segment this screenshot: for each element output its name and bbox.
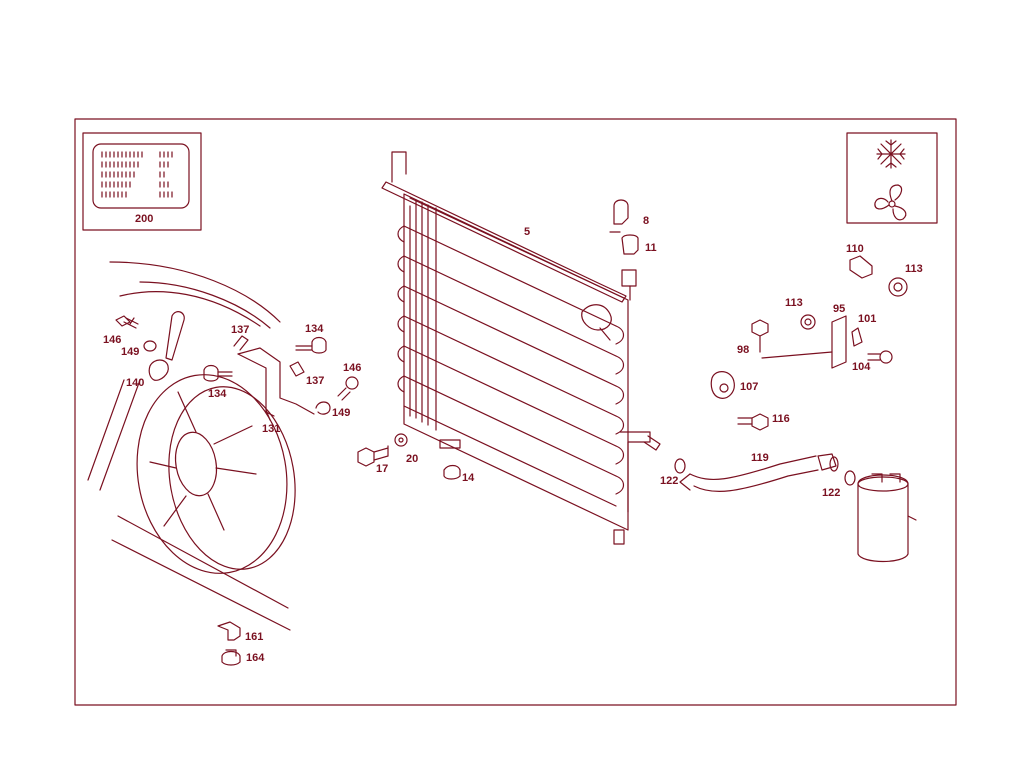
washer-149-left xyxy=(143,340,157,352)
bolt-17 xyxy=(357,445,389,467)
label-107: 107 xyxy=(740,381,758,393)
label-98: 98 xyxy=(737,344,749,356)
label-149-left: 149 xyxy=(121,346,139,358)
washer-149-right xyxy=(315,401,331,415)
label-149-right: 149 xyxy=(332,407,350,419)
washer-20 xyxy=(394,433,408,447)
label-122-right: 122 xyxy=(822,487,840,499)
label-104: 104 xyxy=(852,361,871,373)
label-11: 11 xyxy=(645,242,657,254)
inset-label: 200 xyxy=(135,213,153,225)
screw-134-b xyxy=(295,336,327,354)
clip-11 xyxy=(621,234,639,255)
label-14: 14 xyxy=(462,472,475,484)
part-161 xyxy=(217,621,241,641)
clip-8 xyxy=(609,199,629,233)
part-164 xyxy=(221,649,241,666)
clamp-107 xyxy=(710,371,735,399)
screw-134-a xyxy=(203,364,233,382)
nut-113-b xyxy=(800,314,816,330)
label-110: 110 xyxy=(846,243,864,255)
label-113-b: 113 xyxy=(785,297,803,309)
rubber-140 xyxy=(148,311,185,381)
bracket-95 xyxy=(761,315,847,369)
o-ring-122-left xyxy=(674,458,686,474)
inset-200: 200 xyxy=(82,132,202,231)
label-122-left: 122 xyxy=(660,475,678,487)
label-146-right: 146 xyxy=(343,362,361,374)
valve-110 xyxy=(849,255,873,279)
label-161: 161 xyxy=(245,631,263,643)
label-20: 20 xyxy=(406,453,418,465)
label-146-left: 146 xyxy=(103,334,121,346)
label-140: 140 xyxy=(126,377,144,389)
label-95: 95 xyxy=(833,303,845,315)
fan-shroud xyxy=(87,261,296,631)
condenser xyxy=(381,151,661,545)
nut-113-a xyxy=(888,277,908,297)
symbol-box xyxy=(846,132,938,224)
label-131: 131 xyxy=(262,423,280,435)
label-119: 119 xyxy=(751,452,769,464)
clip-101 xyxy=(851,327,863,347)
label-116: 116 xyxy=(772,413,790,425)
diagram-frame xyxy=(74,118,957,706)
label-8: 8 xyxy=(643,215,649,227)
bolt-116 xyxy=(737,413,769,431)
rubber-14 xyxy=(443,464,461,480)
bracket-131 xyxy=(233,335,315,421)
screw-98 xyxy=(751,319,769,353)
bracket-right xyxy=(621,269,637,301)
bolt-146-left xyxy=(115,315,139,329)
label-137-right: 137 xyxy=(306,375,324,387)
label-17: 17 xyxy=(376,463,388,475)
label-137-top: 137 xyxy=(231,324,249,336)
label-5: 5 xyxy=(524,226,530,238)
pipe-119 xyxy=(679,453,839,493)
bolt-146-right xyxy=(337,376,359,401)
label-164: 164 xyxy=(246,652,265,664)
receiver-drier xyxy=(857,473,917,563)
label-134-left: 134 xyxy=(208,388,227,400)
label-101: 101 xyxy=(858,313,876,325)
snowflake-icon xyxy=(876,139,906,169)
label-134-top: 134 xyxy=(305,323,324,335)
bolt-104 xyxy=(867,350,893,364)
label-113-a: 113 xyxy=(905,263,923,275)
fan-icon xyxy=(874,184,907,221)
o-ring-122-right xyxy=(844,470,856,486)
clip-137 xyxy=(289,361,305,377)
